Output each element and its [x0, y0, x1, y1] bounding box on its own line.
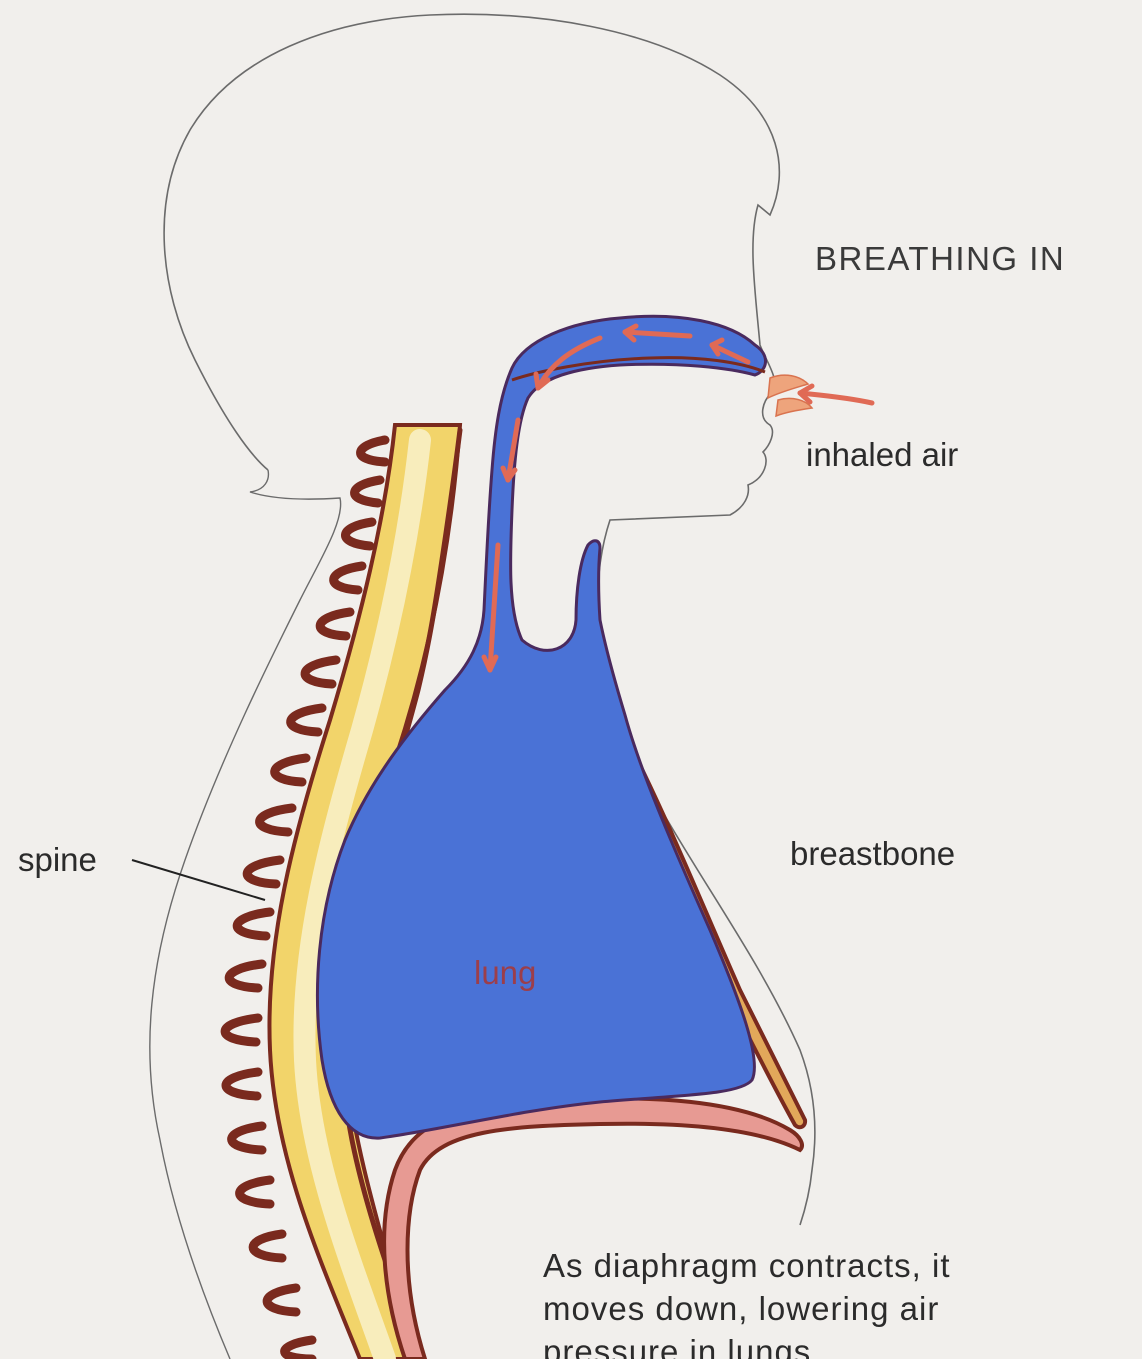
breastbone-label: breastbone: [790, 837, 955, 870]
caption-line: moves down, lowering air: [543, 1287, 1063, 1330]
diagram-title: BREATHING IN: [815, 242, 1065, 275]
inhaled-air-label: inhaled air: [806, 438, 958, 471]
airflow-arrows: [484, 326, 872, 670]
lung-label: lung: [474, 956, 536, 989]
caption-line: As diaphragm contracts, it: [543, 1244, 1063, 1287]
spine-leader-line: [132, 860, 265, 900]
caption: As diaphragm contracts, it moves down, l…: [543, 1244, 1063, 1359]
spine-label: spine: [18, 843, 97, 876]
caption-line: pressure in lungs.: [543, 1330, 1063, 1359]
